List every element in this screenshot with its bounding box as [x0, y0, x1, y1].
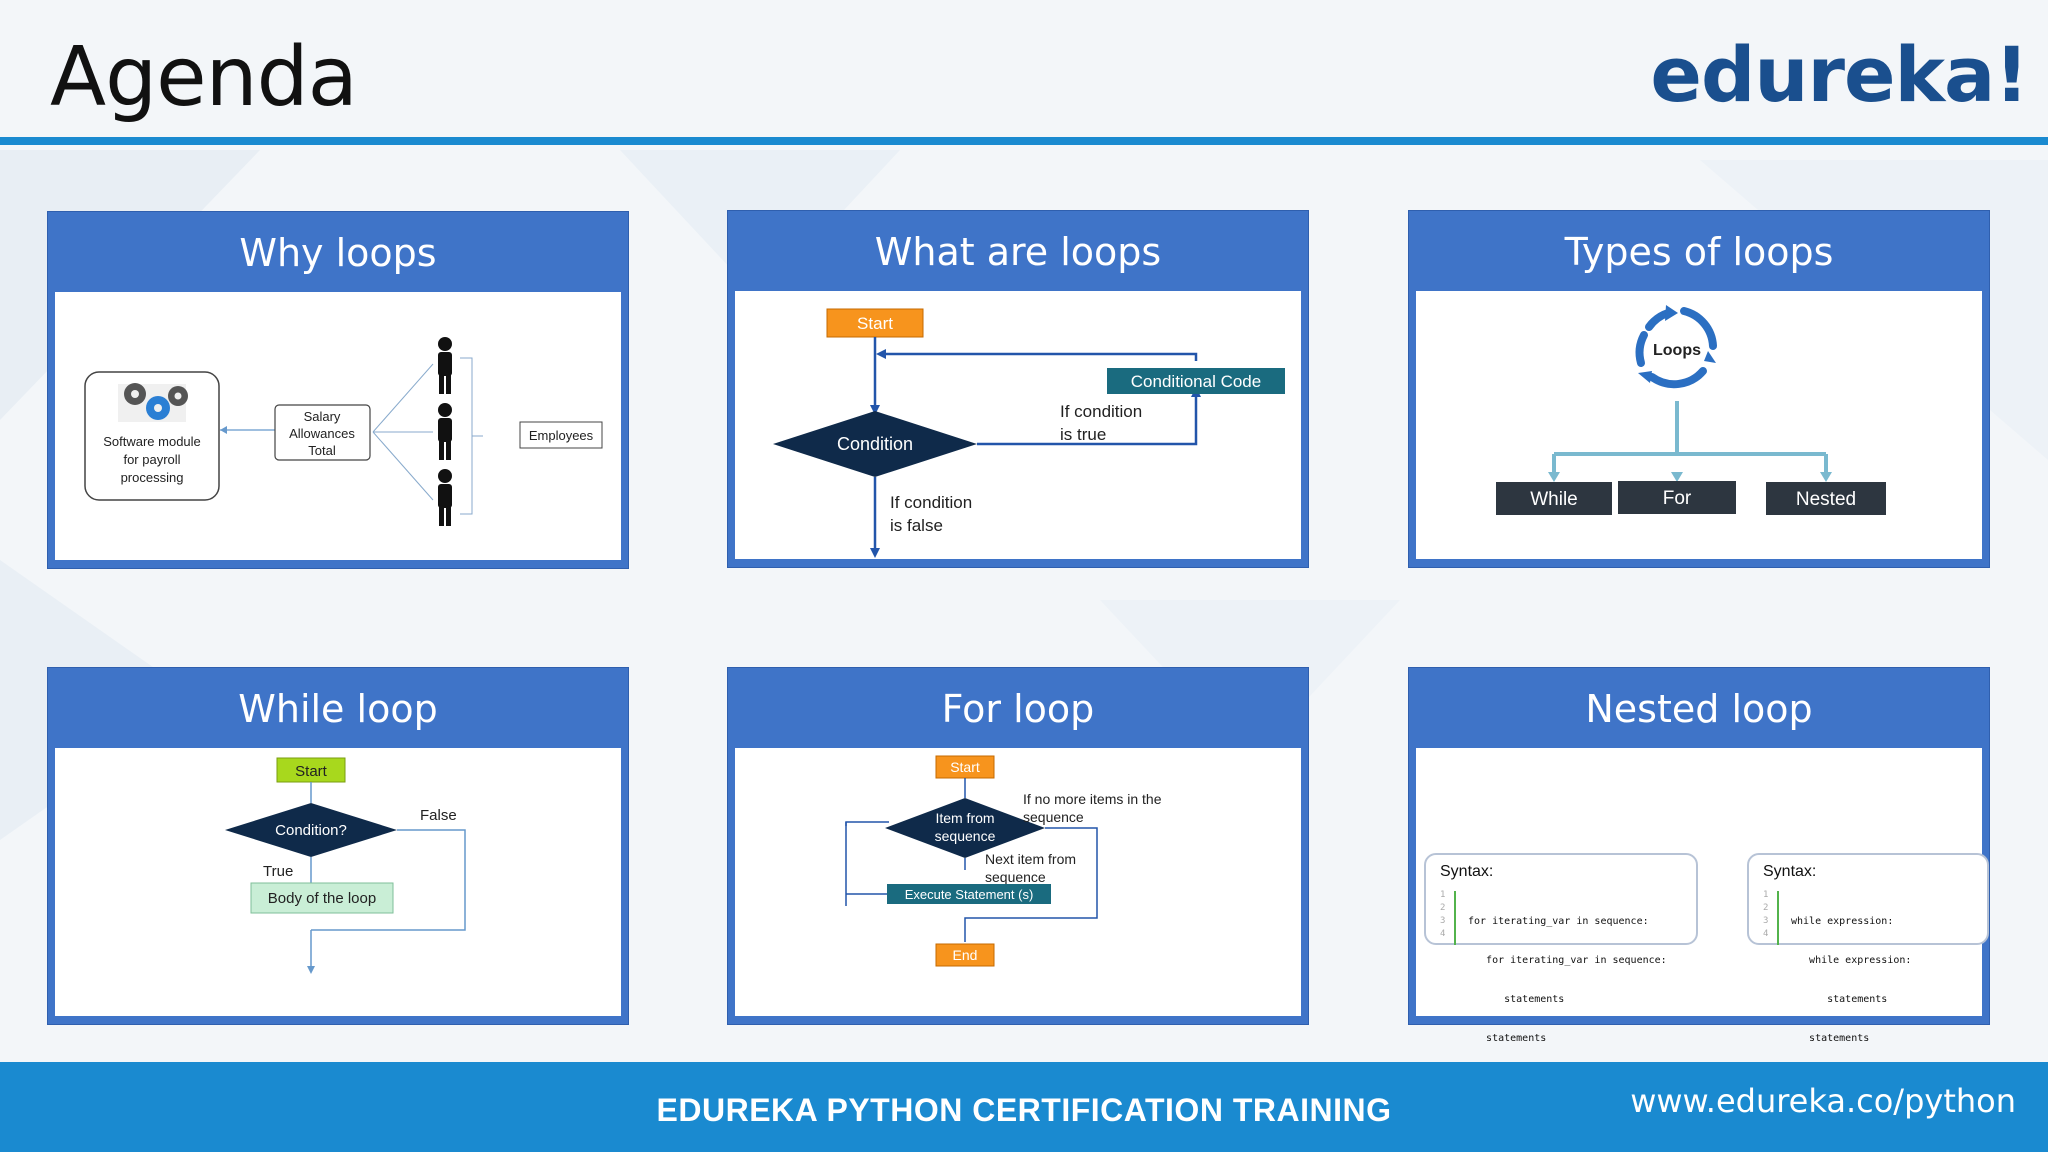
for-loop-flowchart: Start Item from sequence If no more item… [845, 755, 1162, 967]
employees-label: Employees [529, 428, 594, 443]
panel-body: Start Item from sequence If no more item… [735, 748, 1301, 1016]
gears-icon [118, 383, 188, 422]
salary-line-1: Salary [304, 409, 341, 424]
panel-body: Loops While For Nested [1416, 291, 1982, 559]
panel-title: For loop [941, 687, 1095, 731]
panel-for-loop[interactable]: For loop Start Item from sequence If no … [728, 668, 1308, 1024]
syntax-label: Syntax: [1763, 863, 1817, 880]
code-line: statements [1468, 994, 1565, 1005]
no-more-line-1: If no more items in the [1023, 791, 1162, 807]
while-body-label: Body of the loop [268, 890, 376, 907]
loops-center-label: Loops [1653, 342, 1701, 359]
code-line: for iterating_var in sequence: [1468, 955, 1667, 966]
while-loop-flowchart: Start Condition? False True Body of the … [225, 757, 466, 974]
type-while: While [1530, 489, 1578, 510]
header-divider [0, 137, 2048, 145]
panel-body: Start Condition Conditional Code If cond… [735, 291, 1301, 559]
for-code-block: for iterating_var in sequence: for itera… [1468, 889, 1667, 1071]
for-diamond-line-2: sequence [935, 828, 996, 844]
panel-body: Start Condition? False True Body of the … [55, 748, 621, 1016]
type-nested: Nested [1796, 489, 1856, 510]
code-gutter-bar [1454, 891, 1456, 945]
panel-body: Software module for payroll processing S… [55, 292, 621, 560]
edureka-logo: edureka! [1650, 30, 2029, 119]
panel-title: Nested loop [1585, 687, 1813, 731]
while-code-block: while expression: while expression: stat… [1791, 889, 1911, 1071]
while-start-label: Start [295, 763, 328, 780]
start-label: Start [857, 314, 893, 333]
condition-label: Condition [837, 434, 913, 454]
code-line: while expression: [1791, 916, 1894, 927]
panel-types-of-loops[interactable]: Types of loops Loops [1409, 211, 1989, 567]
while-condition-label: Condition? [275, 822, 347, 839]
for-diamond-line-1: Item from [935, 810, 994, 826]
panel-what-are-loops[interactable]: What are loops Start Condition Condition… [728, 211, 1308, 567]
panel-title: While loop [238, 687, 438, 731]
person-icon [438, 337, 452, 394]
next-item-line-1: Next item from [985, 851, 1076, 867]
panel-while-loop[interactable]: While loop Start Condition? False True B… [48, 668, 628, 1024]
module-line-1: Software module [103, 434, 201, 449]
footer-title: EDUREKA PYTHON CERTIFICATION TRAINING [656, 1092, 1392, 1128]
code-line: statements [1468, 1033, 1547, 1044]
for-end-label: End [953, 947, 978, 963]
person-icon [438, 403, 452, 460]
code-line: while expression: [1791, 955, 1912, 966]
salary-line-3: Total [308, 443, 336, 458]
while-false-label: False [420, 807, 457, 824]
footer-bar: EDUREKA PYTHON CERTIFICATION TRAINING ww… [0, 1062, 2048, 1152]
code-line: for iterating_var in sequence: [1468, 916, 1649, 927]
code-line: statements [1791, 1033, 1870, 1044]
panel-why-loops[interactable]: Why loops Software module for payroll pr… [48, 212, 628, 568]
panel-title: Why loops [239, 231, 437, 275]
if-false-line-2: is false [890, 516, 943, 535]
person-icon [438, 469, 452, 526]
salary-line-2: Allowances [289, 426, 355, 441]
panel-title: Types of loops [1564, 230, 1834, 274]
if-false-line-1: If condition [890, 493, 972, 512]
code-line: statements [1791, 994, 1888, 1005]
no-more-line-2: sequence [1023, 809, 1084, 825]
footer-url-link[interactable]: www.edureka.co/python [1630, 1082, 2016, 1120]
conditional-code-label: Conditional Code [1131, 372, 1261, 391]
why-loops-diagram: Software module for payroll processing S… [84, 337, 603, 526]
page-title: Agenda [50, 30, 358, 125]
next-item-line-2: sequence [985, 869, 1046, 885]
module-line-3: processing [121, 470, 184, 485]
syntax-label: Syntax: [1440, 863, 1494, 880]
panel-title: What are loops [874, 230, 1162, 274]
type-for: For [1663, 488, 1692, 509]
code-gutter-bar [1777, 891, 1779, 945]
while-true-label: True [263, 863, 293, 880]
what-are-loops-flowchart: Start Condition Conditional Code If cond… [773, 308, 1285, 558]
if-true-line-1: If condition [1060, 402, 1142, 421]
for-start-label: Start [950, 759, 980, 775]
if-true-line-2: is true [1060, 425, 1106, 444]
execute-statement-label: Execute Statement (s) [905, 887, 1034, 902]
types-of-loops-diagram: Loops While For Nested [1496, 305, 1886, 515]
module-line-2: for payroll [123, 452, 180, 467]
